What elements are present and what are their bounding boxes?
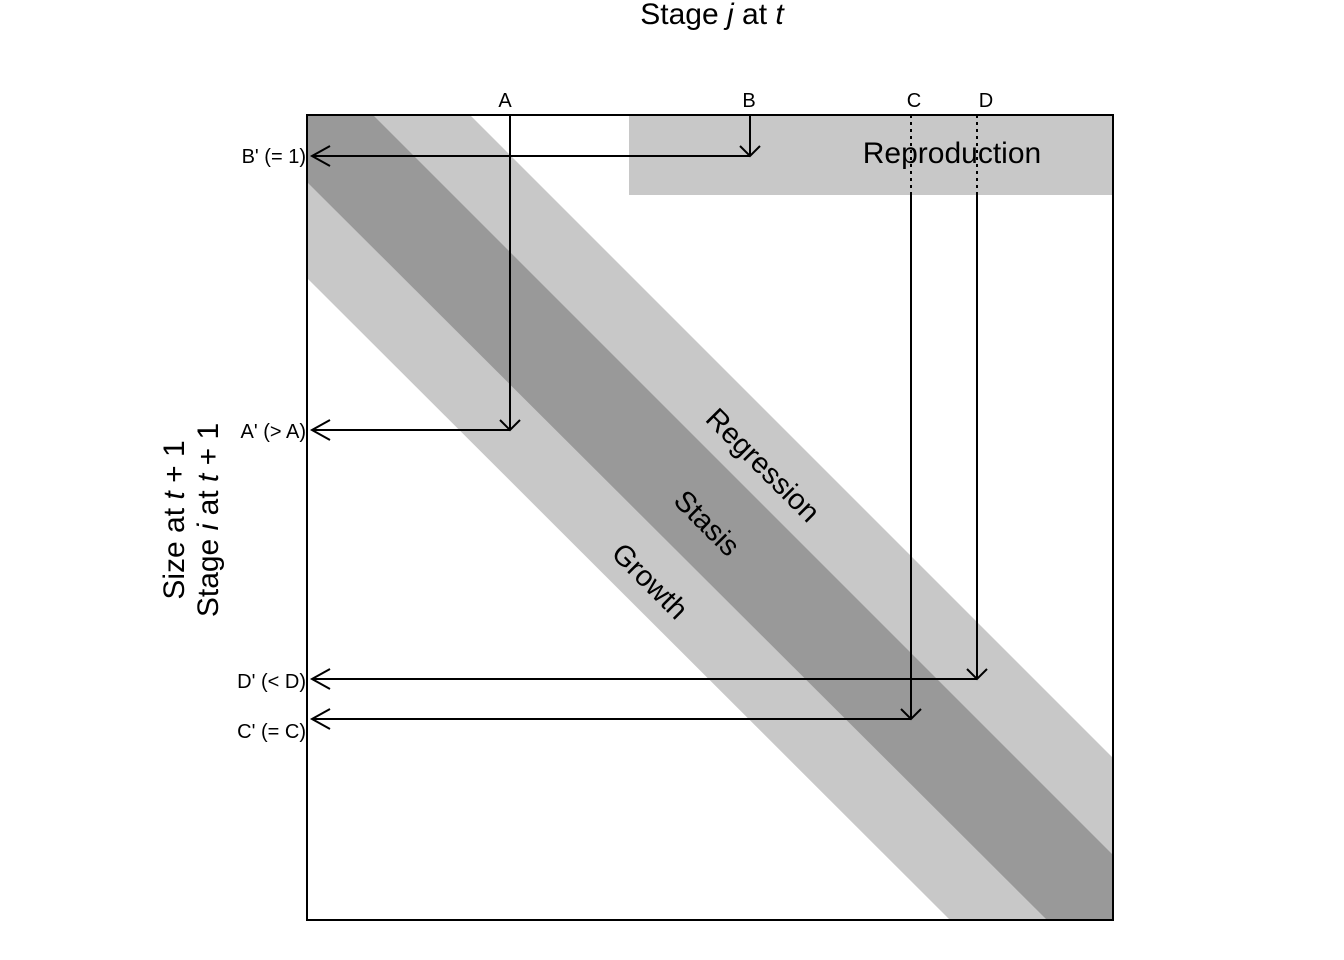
arrow-c: [309, 115, 922, 730]
arrow-d: [309, 115, 988, 690]
left-title-line1: Size at t + 1: [158, 440, 191, 599]
arrow-b: [309, 115, 761, 167]
left-title: Size at t + 1 Stage i at t + 1: [158, 423, 225, 617]
column-label-c: C: [907, 90, 921, 112]
column-label-a: A: [498, 90, 512, 112]
row-label-b-prime: B' (= 1): [242, 146, 306, 168]
top-title: Stage j at t: [640, 0, 785, 31]
matrix-frame: [306, 114, 1114, 921]
row-label-c-prime: C' (= C): [237, 721, 306, 743]
reproduction-label: Reproduction: [863, 137, 1041, 170]
left-title-line2: Stage i at t + 1: [192, 423, 225, 617]
row-label-a-prime: A' (> A): [240, 421, 306, 443]
row-label-d-prime: D' (< D): [237, 671, 306, 693]
column-label-d: D: [979, 90, 993, 112]
transition-arrows: [309, 115, 988, 730]
column-label-b: B: [742, 90, 755, 112]
arrow-a: [309, 115, 521, 441]
